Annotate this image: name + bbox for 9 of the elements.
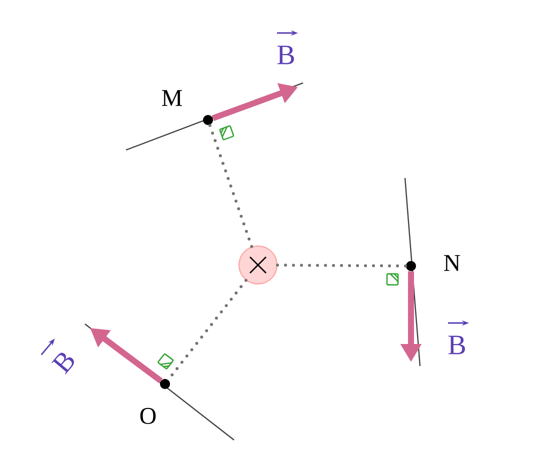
point-label: N (444, 255, 460, 271)
point-dot (406, 261, 416, 271)
wire-symbol (238, 246, 278, 284)
point-dot (203, 115, 213, 125)
point-label: O (140, 408, 156, 424)
radius-line (208, 123, 254, 248)
point-label: M (162, 90, 182, 106)
radius-line (276, 264, 408, 268)
point-dot (160, 379, 170, 389)
